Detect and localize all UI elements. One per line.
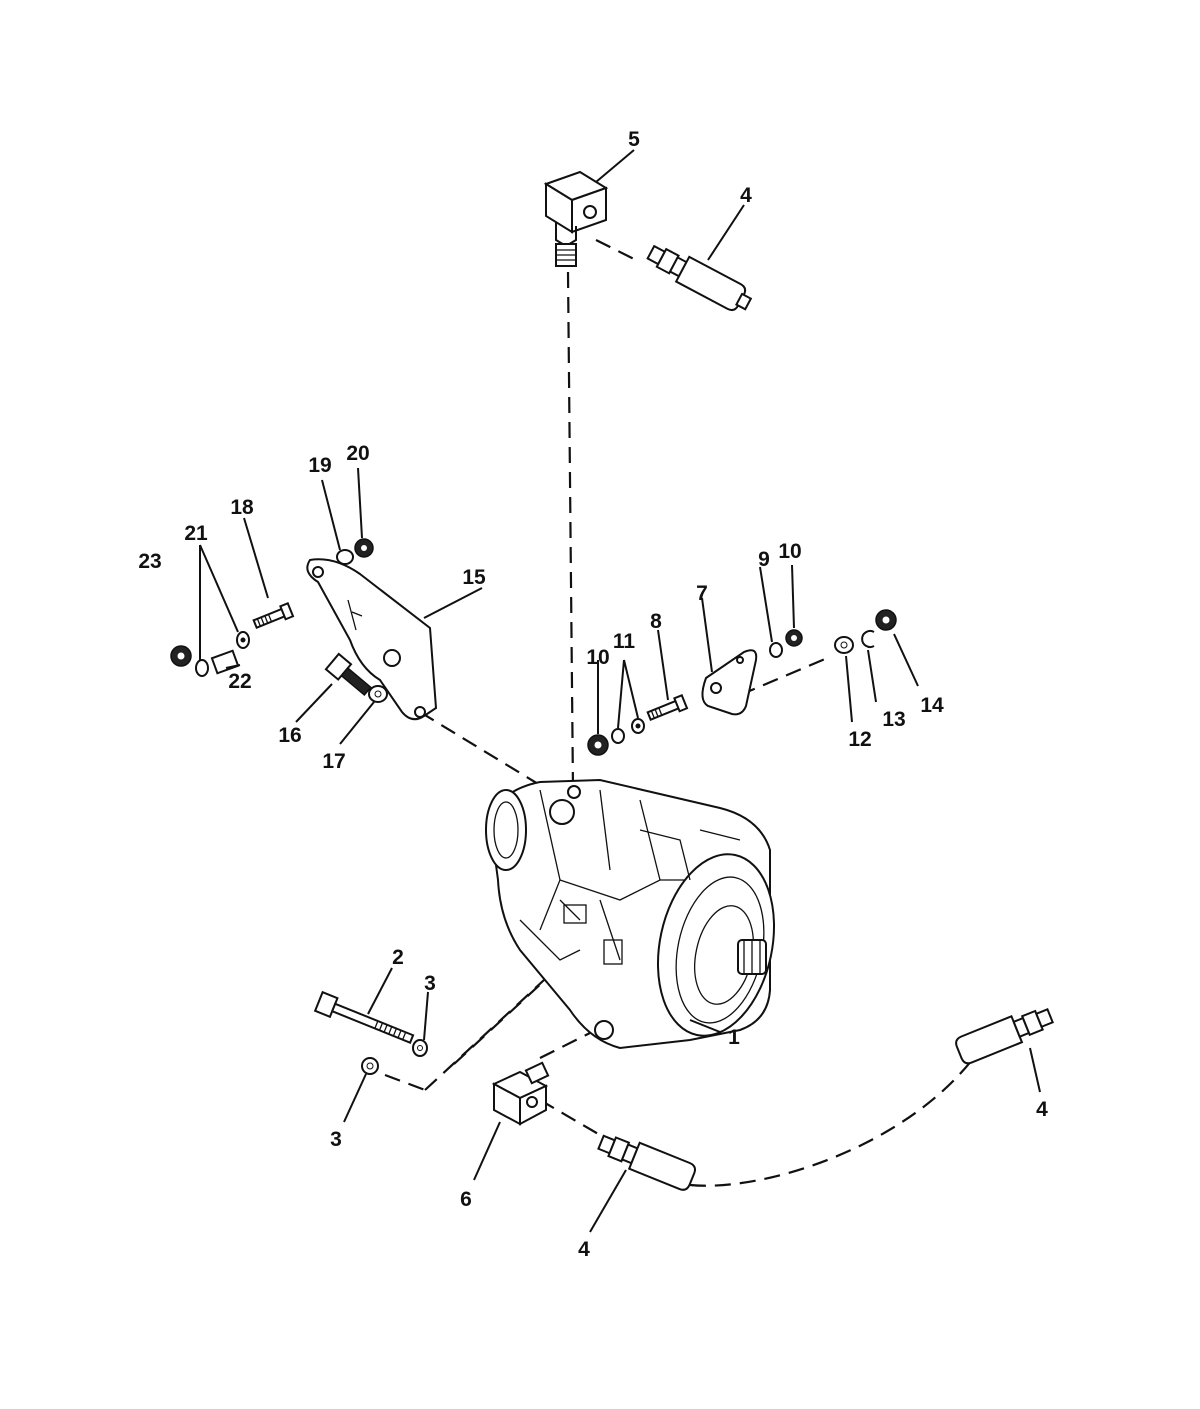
left-fastener-stack: [170, 601, 295, 677]
temperature-sender-top: [646, 244, 753, 312]
lower-fitting: [491, 1061, 550, 1126]
washer-clip-nut: [834, 609, 897, 654]
label-part-10-left: 10: [586, 646, 609, 669]
temperature-sender-right: [955, 1007, 1054, 1065]
label-part-2: 2: [392, 946, 404, 969]
label-part-4-top: 4: [740, 184, 752, 207]
label-part-11: 11: [613, 630, 636, 653]
label-part-3-upper: 3: [424, 972, 436, 995]
label-part-22: 22: [228, 670, 251, 693]
label-part-17: 17: [322, 750, 345, 773]
washers: [361, 1039, 428, 1075]
label-part-15: 15: [462, 566, 486, 589]
label-part-20: 20: [346, 442, 369, 465]
label-part-7: 7: [696, 582, 708, 605]
part-number-labels: 5 4 19 20 23 21 18 15 22 16 17 9 10 7 8 …: [138, 128, 1048, 1261]
mounting-bracket: [306, 558, 438, 721]
right-fastener-stack: [587, 629, 803, 756]
label-part-8: 8: [650, 610, 662, 633]
label-part-1: 1: [728, 1026, 740, 1049]
washer-and-nut-top: [336, 538, 374, 565]
label-part-19: 19: [308, 454, 331, 477]
label-part-6: 6: [460, 1188, 472, 1211]
label-part-10-right: 10: [778, 540, 801, 563]
label-part-13: 13: [882, 708, 905, 731]
label-part-18: 18: [230, 496, 254, 519]
temperature-sender-middle: [597, 1134, 697, 1191]
label-part-4-right: 4: [1036, 1098, 1048, 1121]
label-part-5: 5: [628, 128, 640, 151]
label-part-12: 12: [848, 728, 871, 751]
label-part-3-lower: 3: [330, 1128, 342, 1151]
label-part-23: 23: [138, 550, 161, 573]
bolt-and-washer: [324, 652, 388, 703]
leader-lines: [199, 149, 1041, 1233]
elbow-fitting: [543, 170, 609, 267]
label-part-14: 14: [920, 694, 944, 717]
label-part-4-middle: 4: [578, 1238, 590, 1261]
label-part-16: 16: [278, 724, 301, 747]
label-part-21: 21: [184, 522, 208, 545]
label-part-9: 9: [758, 548, 770, 571]
transmission-housing: [485, 778, 776, 1050]
long-bolt: [313, 990, 415, 1044]
